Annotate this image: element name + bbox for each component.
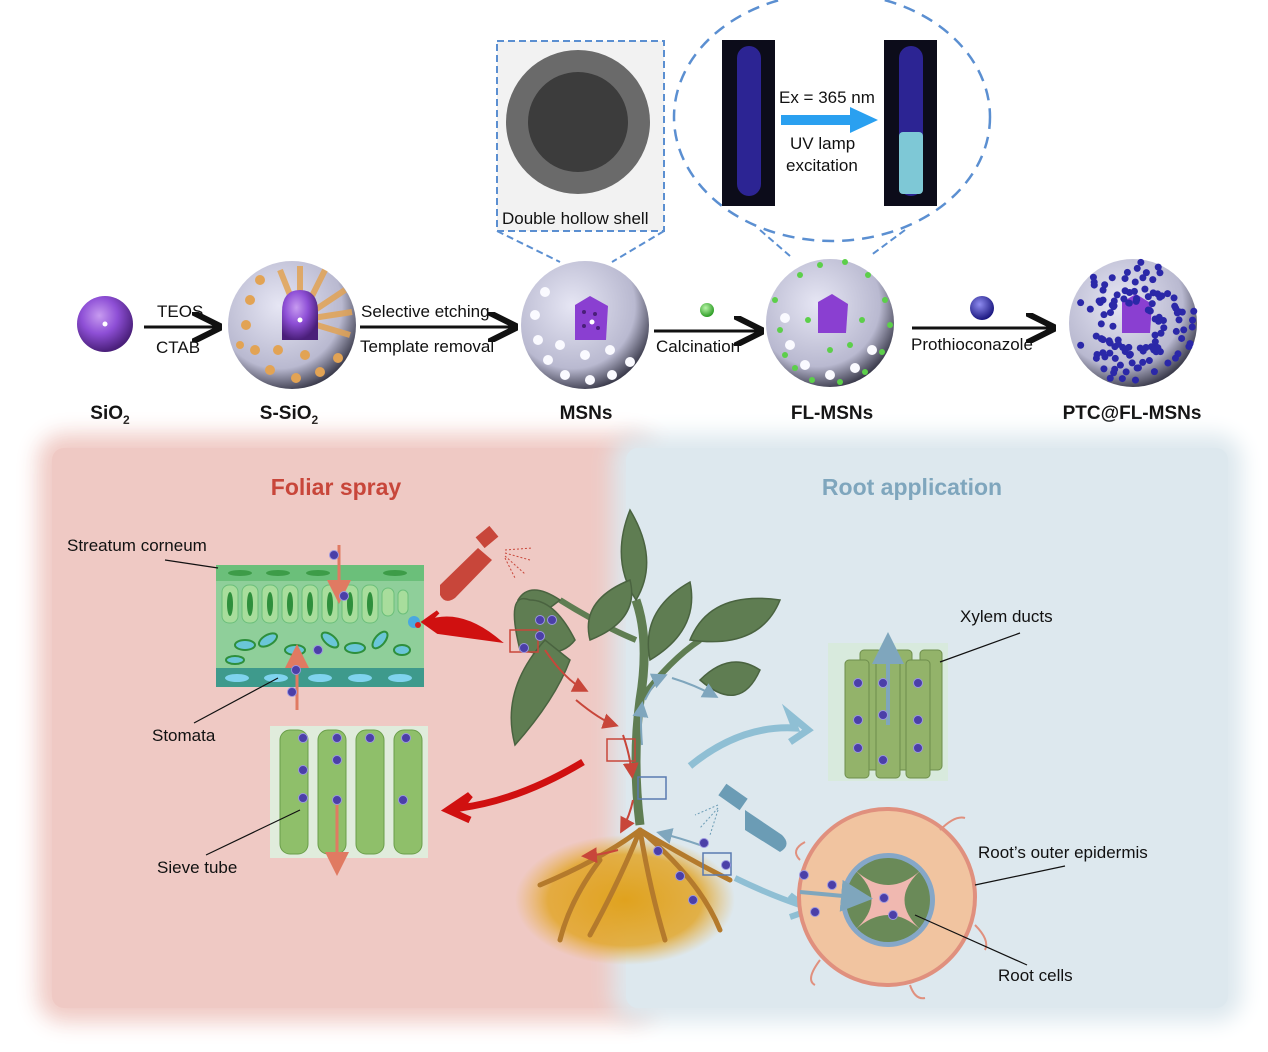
- nanoparticle: [828, 881, 837, 890]
- root-cross-section: [796, 809, 986, 998]
- nanoparticle: [889, 911, 898, 920]
- nanoparticle: [402, 734, 411, 743]
- arrow-to-sieve-tube: [448, 762, 583, 820]
- nanoparticle: [536, 616, 545, 625]
- nanoparticle: [676, 872, 685, 881]
- nanoparticle: [333, 796, 342, 805]
- nanoparticle: [811, 908, 820, 917]
- stem-highlight-box-red: [607, 739, 635, 761]
- label-root-outer-epidermis: Root’s outer epidermis: [978, 843, 1148, 863]
- nanoparticle: [366, 734, 375, 743]
- stem-highlight-box-blue: [638, 777, 666, 799]
- nanoparticle: [722, 861, 731, 870]
- nanoparticle: [299, 766, 308, 775]
- nanoparticle: [854, 679, 863, 688]
- label-sieve-tube: Sieve tube: [157, 858, 237, 878]
- nanoparticle: [333, 756, 342, 765]
- nanoparticle: [520, 644, 529, 653]
- nanoparticle: [536, 632, 545, 641]
- arrow-to-leaf-section: [424, 612, 497, 640]
- nanoparticle: [879, 711, 888, 720]
- nanoparticle: [330, 551, 339, 560]
- nanoparticle: [292, 666, 301, 675]
- leaf-cross-section: [216, 545, 424, 710]
- nanoparticle: [399, 796, 408, 805]
- nanoparticle: [800, 871, 809, 880]
- nanoparticle: [879, 679, 888, 688]
- nanoparticle: [914, 744, 923, 753]
- nanoparticle: [548, 616, 557, 625]
- nanoparticle: [689, 896, 698, 905]
- nanoparticle: [654, 847, 663, 856]
- label-stratum-corneum: Streatum corneum: [67, 536, 207, 556]
- nanoparticle: [288, 688, 297, 697]
- nanoparticle: [340, 592, 349, 601]
- label-xylem-ducts: Xylem ducts: [960, 607, 1053, 627]
- arrow-to-xylem: [690, 715, 808, 766]
- label-root-cells: Root cells: [998, 966, 1073, 986]
- nanoparticle: [333, 734, 342, 743]
- nanoparticle: [880, 894, 889, 903]
- nanoparticle: [854, 716, 863, 725]
- nanoparticle: [854, 744, 863, 753]
- nanoparticle: [879, 756, 888, 765]
- red-spray-bottle-icon: [440, 526, 532, 601]
- nanoparticle: [314, 646, 323, 655]
- nanoparticle: [299, 794, 308, 803]
- nanoparticle: [700, 839, 709, 848]
- nanoparticle: [299, 734, 308, 743]
- nanoparticle: [914, 716, 923, 725]
- xylem-ducts: [828, 640, 948, 781]
- label-stomata: Stomata: [152, 726, 215, 746]
- nanoparticle: [914, 679, 923, 688]
